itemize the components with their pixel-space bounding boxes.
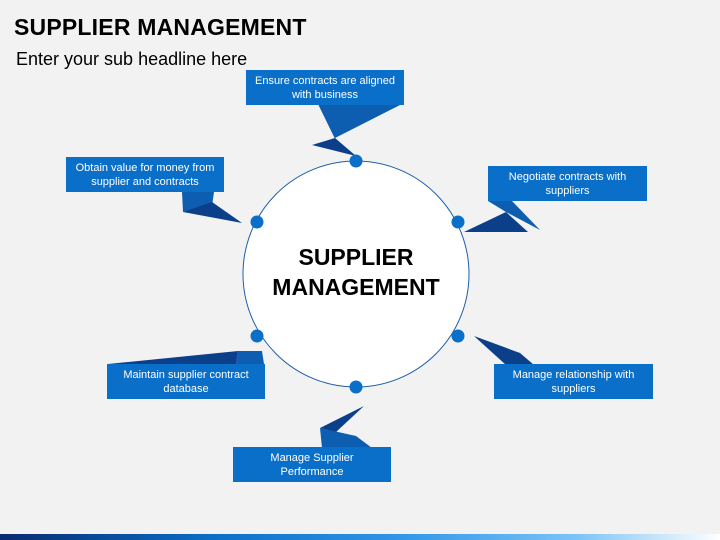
step-box-bottom: Manage Supplier Performance <box>233 447 391 482</box>
ribbon-bottom <box>320 406 372 448</box>
step-box-bottom-left: Maintain supplier contract database <box>107 364 265 399</box>
page-title: SUPPLIER MANAGEMENT <box>14 14 307 40</box>
step-box-top-left: Obtain value for money from supplier and… <box>66 157 224 192</box>
ribbon-top-right <box>464 201 540 232</box>
step-box-bottom-right: Manage relationship with suppliers <box>494 364 653 399</box>
node-dot <box>250 215 264 229</box>
ribbon-top <box>312 104 402 156</box>
step-box-top-right: Negotiate contracts with suppliers <box>488 166 647 201</box>
center-label: SUPPLIER MANAGEMENT <box>244 242 468 302</box>
center-label-line: MANAGEMENT <box>272 274 440 300</box>
page-subtitle: Enter your sub headline here <box>16 49 248 69</box>
node-dot <box>451 329 465 343</box>
center-label-line: SUPPLIER <box>298 244 414 270</box>
node-dot <box>451 215 465 229</box>
step-box-top: Ensure contracts are aligned with busine… <box>246 70 404 105</box>
footer-gradient-bar <box>0 534 720 540</box>
node-dot <box>349 380 363 394</box>
node-dot <box>250 329 264 343</box>
ribbon-top-left <box>182 192 242 223</box>
ribbon-bottom-left <box>108 351 264 364</box>
ribbon-bottom-right <box>474 336 534 365</box>
node-dot <box>349 154 363 168</box>
